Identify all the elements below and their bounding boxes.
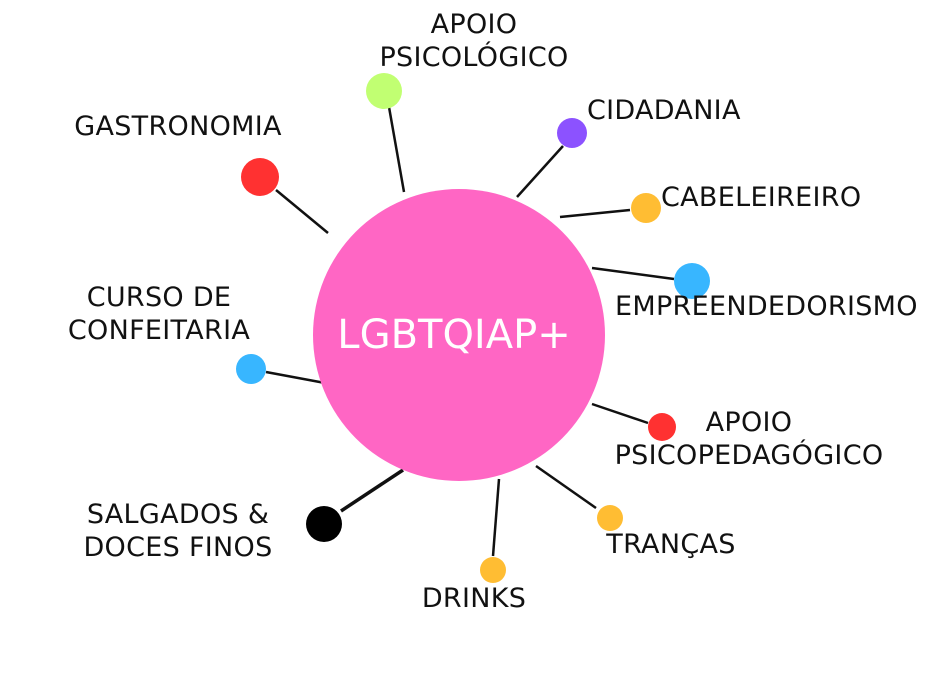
node-label-gastronomia: GASTRONOMIA (74, 111, 282, 142)
node-label-line: DRINKS (422, 583, 526, 614)
node-label-line: GASTRONOMIA (74, 111, 282, 142)
node-label-line: CIDADANIA (587, 95, 741, 126)
node-label-line: CURSO DE (87, 282, 232, 313)
node-cidadania: CIDADANIA (557, 95, 741, 148)
node-label-trancas: TRANÇAS (605, 529, 735, 560)
node-label-drinks: DRINKS (422, 583, 526, 614)
node-dot-trancas (597, 505, 623, 531)
node-label-line: APOIO (706, 407, 793, 438)
spoke-salgados-doces-finos (340, 468, 404, 513)
node-dot-apoio-psicopedagogico (648, 413, 676, 441)
spoke-cabeleireiro (559, 208, 631, 219)
node-label-salgados-doces-finos: SALGADOS &DOCES FINOS (83, 499, 272, 563)
center-hub-label: LGBTQIAP+ (337, 312, 570, 358)
spoke-apoio-psicologico (387, 106, 406, 193)
node-dot-empreendedorismo (674, 263, 710, 299)
node-label-line: PSICOPEDAGÓGICO (615, 439, 884, 471)
node-label-line: CABELEIREIRO (661, 182, 861, 213)
node-dot-drinks (480, 557, 506, 583)
spoke-empreendedorismo (591, 266, 675, 281)
node-label-empreendedorismo: EMPREENDEDORISMO (615, 291, 918, 322)
node-drinks: DRINKS (422, 557, 526, 614)
node-label-line: CONFEITARIA (68, 315, 250, 346)
node-cabeleireiro: CABELEIREIRO (631, 182, 861, 223)
node-label-line: DOCES FINOS (83, 532, 272, 563)
spoke-apoio-psicopedagogico (591, 402, 649, 425)
node-label-line: EMPREENDEDORISMO (615, 291, 918, 322)
spoke-curso-de-confeitaria (265, 370, 326, 385)
node-dot-cabeleireiro (631, 193, 661, 223)
node-salgados-doces-finos: SALGADOS &DOCES FINOS (83, 499, 342, 563)
node-dot-gastronomia (241, 158, 279, 196)
node-label-cidadania: CIDADANIA (587, 95, 741, 126)
spoke-drinks (491, 478, 501, 557)
center-hub (313, 189, 605, 481)
node-dot-salgados-doces-finos (306, 506, 342, 542)
node-label-line: APOIO (431, 9, 518, 40)
spoke-gastronomia (275, 189, 329, 234)
spoke-trancas (535, 464, 597, 510)
node-dot-cidadania (557, 118, 587, 148)
node-trancas: TRANÇAS (597, 505, 735, 560)
node-label-line: PSICOLÓGICO (379, 41, 568, 73)
node-gastronomia: GASTRONOMIA (74, 111, 282, 196)
node-dot-curso-de-confeitaria (236, 354, 266, 384)
node-empreendedorismo: EMPREENDEDORISMO (615, 263, 918, 322)
spoke-cidadania (516, 145, 564, 198)
spokes (265, 106, 675, 557)
node-dot-apoio-psicologico (366, 73, 402, 109)
node-label-cabeleireiro: CABELEIREIRO (661, 182, 861, 213)
node-label-line: TRANÇAS (605, 529, 735, 560)
node-label-line: SALGADOS & (87, 499, 269, 530)
